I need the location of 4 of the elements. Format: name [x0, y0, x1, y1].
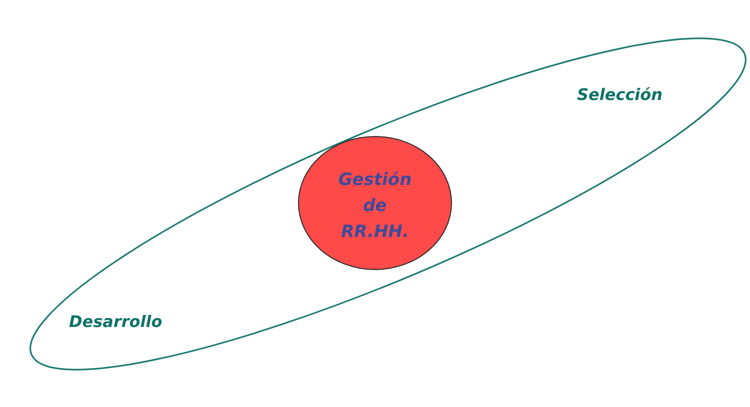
- ellipse-label: Selección: [577, 85, 664, 105]
- tilted-ellipse: [28, 36, 748, 372]
- circle-label: Gestión de RR.HH.: [337, 169, 413, 244]
- ellipse-label: Desarrollo: [69, 312, 164, 332]
